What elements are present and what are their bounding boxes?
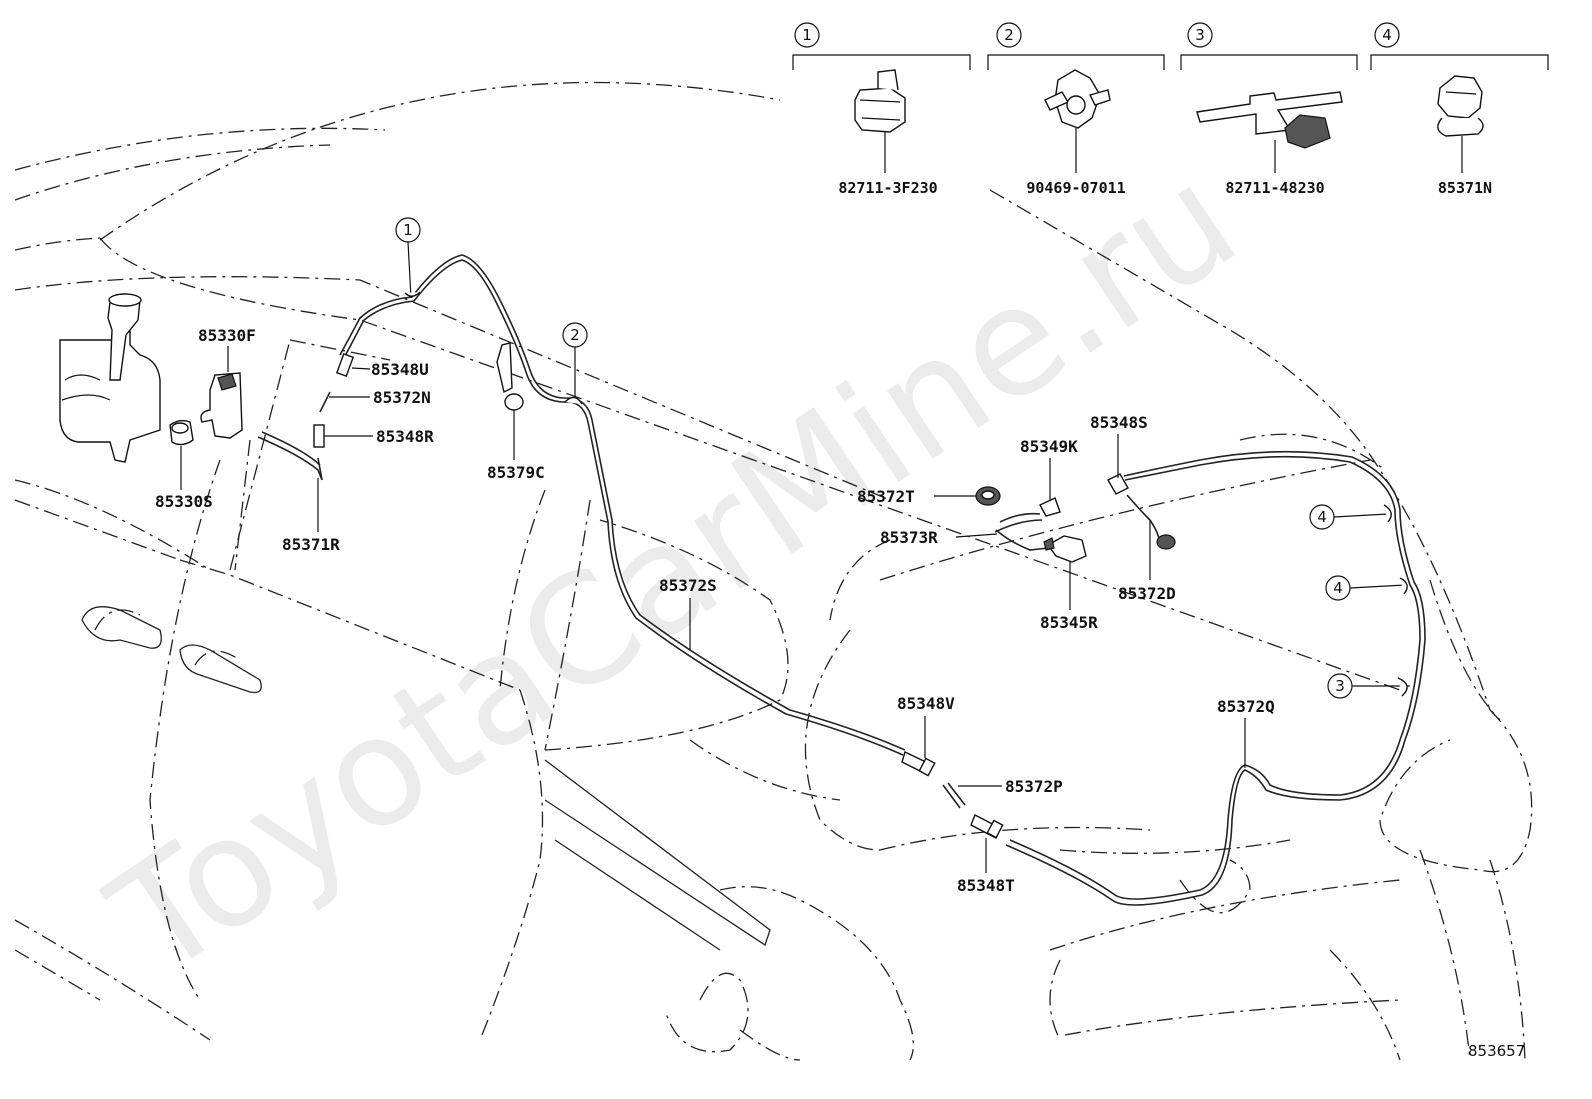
diagram-number: 853657 [1468,1042,1525,1060]
legend-item-2: 2 90469-07011 [987,22,1165,197]
svg-text:2: 2 [570,326,580,344]
legend-callout-4: 4 [1382,26,1392,44]
label-85345R: 85345R [1040,613,1098,632]
grommet-85372T-icon [975,486,1001,506]
grommet-85372D-icon [1156,534,1176,550]
legend-part-90469-07011: 90469-07011 [1026,179,1125,197]
legend-callout-1: 1 [802,26,812,44]
svg-text:4: 4 [1317,508,1327,526]
legend-callout-3: 3 [1195,26,1205,44]
hose-joint-85348S-icon [1107,473,1129,495]
clip-callout-4b: 4 [1325,575,1408,601]
clamp-90469-07011-icon [1044,69,1111,129]
hose-joint-85348R-icon [313,424,325,448]
label-85372T: 85372T [857,487,915,506]
label-85371R: 85371R [282,535,340,554]
label-85330F: 85330F [198,326,256,345]
grommet-icon [169,419,194,446]
parts [59,293,1176,839]
legend-part-85371N: 85371N [1438,179,1492,197]
clip-callout-1: 1 [395,217,421,299]
svg-text:1: 1 [403,221,413,239]
legend-part-82711-3F230: 82711-3F230 [838,179,937,197]
label-85372S: 85372S [659,576,717,595]
vehicle-body-outline [14,81,1533,1061]
joint-85349K-icon [1039,497,1061,517]
label-85372D: 85372D [1118,584,1176,603]
label-85348V: 85348V [897,694,955,713]
svg-text:3: 3 [1335,677,1345,695]
label-85372Q: 85372Q [1217,697,1275,716]
legend-callout-2: 2 [1004,26,1014,44]
legend-part-82711-48230: 82711-48230 [1225,179,1324,197]
svg-text:4: 4 [1333,579,1343,597]
label-85372N: 85372N [373,388,431,407]
clip-callouts: 1 2 4 4 3 [395,217,1410,699]
label-85348T: 85348T [957,876,1015,895]
label-85379C: 85379C [487,463,545,482]
clip-85371N-icon [1437,75,1484,137]
clip-callout-3: 3 [1327,673,1410,699]
washer-pump-icon [200,372,243,439]
hose-joint-85348U-icon [335,352,355,378]
legend-item-4: 4 85371N [1370,22,1549,197]
legend-item-3: 3 82711-48230 [1180,22,1358,197]
hose-85372N-icon [319,391,331,413]
clip-callout-2: 2 [562,322,588,405]
nozzle-85345R-icon [1043,535,1087,563]
washer-hoses [257,254,1426,906]
clamp-82711-3F230-icon [854,69,906,133]
label-85330S: 85330S [155,492,213,511]
part-labels: 85330F 85330S 85348U 85372N 85348R 85371… [155,326,1275,895]
label-85373R: 85373R [880,528,938,547]
clip-82711-48230-icon [1196,91,1343,149]
washer-tank-icon [59,293,161,463]
nozzle-85379C-icon [496,342,524,411]
clip-legend: 1 82711-3F230 2 90469-07011 [792,22,1549,197]
label-85348S: 85348S [1090,413,1148,432]
legend-item-1: 1 82711-3F230 [792,22,971,197]
label-85372P: 85372P [1005,777,1063,796]
hose-joint-85348T-icon [970,814,1004,839]
clip-callout-4a: 4 [1309,504,1392,530]
hose-joint-85348V-icon [901,751,936,777]
label-85348U: 85348U [371,360,429,379]
label-85349K: 85349K [1020,437,1078,456]
label-85348R: 85348R [376,427,434,446]
